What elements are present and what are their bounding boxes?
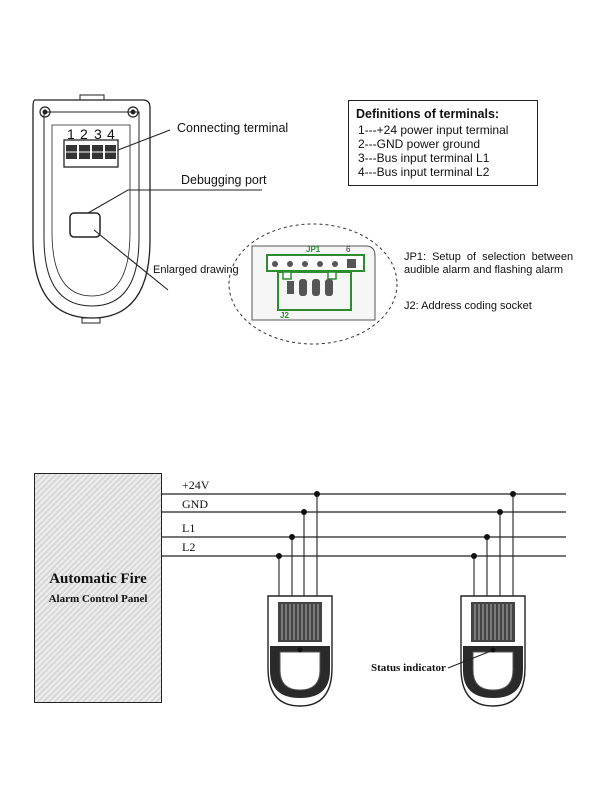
terminal-number-4: 4 [107,126,115,142]
junction-dots-2 [471,491,516,559]
definition-line: 4---Bus input terminal L2 [358,165,490,179]
device-housing [32,94,151,324]
detector-1-wires [278,494,318,598]
jp1-pin [287,261,293,267]
jp1-tag: JP1 [306,245,321,254]
j2-pin [325,279,333,296]
jp1-pin [272,261,278,267]
panel-title: Automatic Fire [49,571,147,587]
bus-label-l2: L2 [182,540,196,554]
bus-label-l1: L1 [182,521,196,535]
jp1-pin [332,261,338,267]
bus-lines [162,493,566,557]
bus-label-gnd: GND [182,497,208,511]
terminal-definitions-box: Definitions of terminals: 1---+24 power … [348,100,538,186]
j2-tag: J2 [280,311,289,320]
j2-pin [299,279,307,296]
screw-top-right [127,106,139,118]
j2-socket [277,271,352,311]
definition-line: 1---+24 power input terminal [358,123,509,137]
jp1-pin [347,259,356,268]
j2-description: J2: Address coding socket [404,300,532,312]
detector-1 [267,595,333,707]
debugging-port-label: Debugging port [181,173,267,187]
j2-tab [282,271,292,280]
status-indicator-label: Status indicator [371,662,446,674]
debugging-port [69,212,101,238]
j2-pin [287,281,294,294]
bus-label-24v: +24V [182,478,210,492]
jp1-description: JP1: Setup of selection between [404,251,574,263]
definition-line: 2---GND power ground [358,137,481,151]
junction-dots-1 [276,491,320,559]
jp1-description: audible alarm and flashing alarm [404,264,563,276]
terminal-block [63,139,119,168]
j2-tab [327,271,337,280]
jp1-pin [302,261,308,267]
pcb-enlarged [251,245,376,321]
definition-line: 3---Bus input terminal L1 [358,151,490,165]
detector-2 [460,595,526,707]
terminal-number-3: 3 [94,126,102,142]
pin-tag: 6 [346,245,351,254]
terminal-number-2: 2 [80,126,88,142]
status-indicator-led [490,647,496,653]
terminal-number-1: 1 [67,126,75,142]
detector-2-wires [473,494,514,598]
screw-top-left [39,106,51,118]
connecting-terminal-label: Connecting terminal [177,121,289,135]
definitions-title: Definitions of terminals: [356,107,500,121]
leader-lines [87,129,262,291]
jp1-pin [317,261,323,267]
enlarged-drawing-circle [228,223,398,345]
enlarged-drawing-label: Enlarged drawing [153,264,239,276]
panel-subtitle: Alarm Control Panel [48,593,148,605]
alarm-control-panel: Automatic Fire Alarm Control Panel [34,473,162,703]
status-indicator-leader [447,650,492,669]
j2-pin [312,279,320,296]
status-indicator-led [297,647,303,653]
